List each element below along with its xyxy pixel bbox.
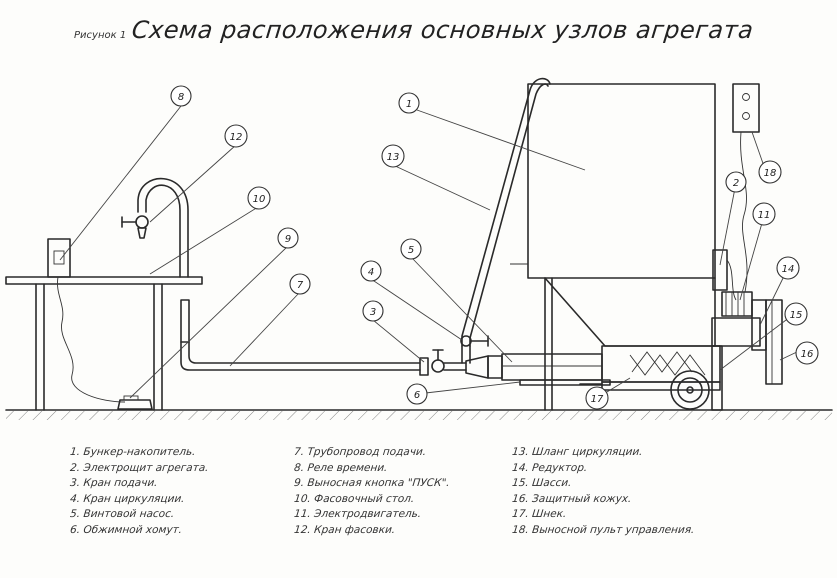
packing-valve <box>121 177 189 278</box>
time-relay <box>47 238 126 403</box>
legend-item: 6. Обжимной хомут. <box>69 523 183 536</box>
legend-item: 8. Реле времени. <box>293 461 389 474</box>
callout-15: 15 <box>784 302 808 326</box>
legend-item: 17. Шнек. <box>511 508 567 520</box>
callouts: 1 2 3 4 5 6 7 8 9 10 11 12 13 14 15 16 1… <box>170 85 819 410</box>
figure-caption-prefix: Рисунок 1 <box>74 30 127 41</box>
svg-text:12: 12 <box>230 132 243 143</box>
callout-11: 11 <box>752 202 776 226</box>
svg-text:14: 14 <box>782 264 795 275</box>
callout-5: 5 <box>400 238 422 260</box>
svg-text:2: 2 <box>733 178 739 189</box>
legend-item: 1. Бункер-накопитель. <box>69 446 197 458</box>
svg-text:3: 3 <box>370 307 376 318</box>
floor <box>5 409 833 420</box>
remote-start-button <box>117 395 153 410</box>
svg-text:9: 9 <box>285 234 291 245</box>
protective-cover <box>765 299 783 385</box>
legend-column-3: 13. Шланг циркуляции. 14. Редуктор. 15. … <box>511 445 696 538</box>
callout-7: 7 <box>289 273 311 295</box>
legend-item: 15. Шасси. <box>511 477 573 489</box>
supply-pipeline <box>180 299 421 371</box>
svg-text:1: 1 <box>406 99 412 110</box>
feed-valve <box>419 349 467 376</box>
svg-text:7: 7 <box>297 280 304 291</box>
callout-3: 3 <box>362 300 384 322</box>
legend-item: 11. Электродвигатель. <box>293 508 422 520</box>
electrical-panel <box>712 249 737 301</box>
legend-item: 3. Кран подачи. <box>69 477 159 489</box>
legend-item: 9. Выносная кнопка "ПУСК". <box>293 477 451 489</box>
legend-item: 12. Кран фасовки. <box>293 523 396 536</box>
callout-9: 9 <box>277 227 299 249</box>
svg-text:6: 6 <box>414 390 420 401</box>
screw-pump <box>465 353 611 386</box>
legend-item: 5. Винтовой насос. <box>69 508 175 520</box>
svg-text:16: 16 <box>801 349 814 360</box>
chassis <box>579 345 723 411</box>
svg-text:18: 18 <box>764 168 777 179</box>
svg-text:17: 17 <box>591 394 604 405</box>
auger-housing <box>601 345 721 383</box>
svg-text:4: 4 <box>368 267 374 278</box>
svg-text:15: 15 <box>790 310 803 321</box>
svg-text:11: 11 <box>758 210 771 221</box>
reducer <box>711 299 767 351</box>
legend-item: 14. Редуктор. <box>511 461 588 474</box>
legend-item: 13. Шланг циркуляции. <box>511 446 644 458</box>
svg-text:13: 13 <box>387 152 400 163</box>
callout-8: 8 <box>170 85 192 107</box>
callout-14: 14 <box>776 256 800 280</box>
callout-18: 18 <box>758 160 782 184</box>
svg-text:5: 5 <box>408 245 414 256</box>
callout-10: 10 <box>247 186 271 210</box>
legend-item: 7. Трубопровод подачи. <box>293 446 427 458</box>
callout-17: 17 <box>585 386 609 410</box>
legend-column-1: 1. Бункер-накопитель. 2. Электрощит агре… <box>69 445 210 538</box>
packing-table <box>5 276 203 411</box>
svg-text:8: 8 <box>178 92 184 103</box>
callout-2: 2 <box>725 171 747 193</box>
callout-6: 6 <box>406 383 428 405</box>
legend-item: 4. Кран циркуляции. <box>69 492 186 505</box>
callout-12: 12 <box>224 124 248 148</box>
hopper <box>510 83 716 411</box>
legend-item: 16. Защитный кожух. <box>511 492 633 505</box>
circulation-hose <box>461 77 551 347</box>
callout-4: 4 <box>360 260 382 282</box>
callout-13: 13 <box>381 144 405 168</box>
remote-control-panel <box>732 83 760 293</box>
callout-16: 16 <box>795 341 819 365</box>
callout-1: 1 <box>398 92 420 114</box>
svg-text:10: 10 <box>253 194 266 205</box>
legend-column-2: 7. Трубопровод подачи. 8. Реле времени. … <box>293 445 451 538</box>
electric-motor <box>721 291 753 317</box>
leader-lines <box>59 105 800 399</box>
legend-item: 10. Фасовочный стол. <box>293 492 415 505</box>
legend-item: 18. Выносной пульт управления. <box>511 523 696 536</box>
legend-item: 2. Электрощит агрегата. <box>69 461 210 474</box>
